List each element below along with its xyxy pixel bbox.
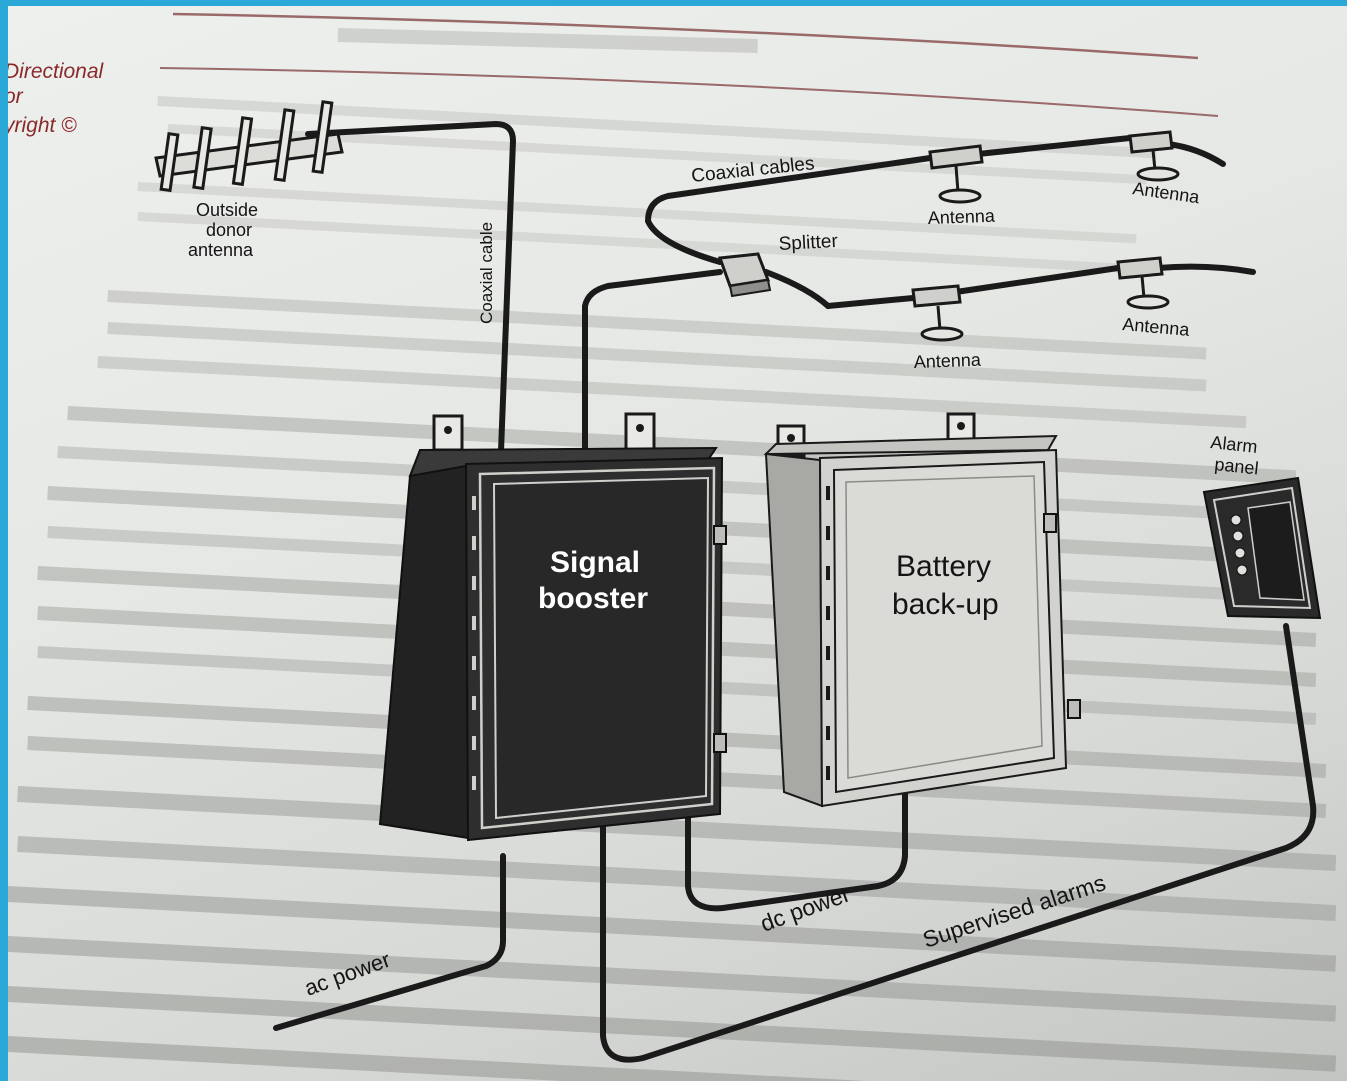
splitter-icon [720, 254, 770, 296]
svg-text:Directional: Directional [8, 60, 105, 83]
donor-antenna-label: Outside donor antenna [188, 200, 258, 260]
svg-text:Battery: Battery [896, 550, 991, 583]
donor-antenna-icon [156, 102, 342, 191]
svg-text:yright ©: yright © [8, 114, 77, 137]
svg-text:antenna: antenna [188, 240, 254, 260]
book-page: Directional or yright © [8, 6, 1347, 1081]
svg-text:back-up: back-up [892, 588, 999, 621]
coaxial-cable-lower [766, 272, 913, 306]
coaxial-cable-lower-end [1158, 267, 1253, 272]
booster-diagram: Directional or yright © [8, 6, 1347, 1081]
svg-text:Alarm: Alarm [1210, 432, 1259, 457]
svg-text:or: or [8, 85, 24, 108]
antenna-icon-lower-1 [913, 286, 962, 340]
alarm-panel-label: Alarm panel [1210, 432, 1260, 478]
header-rule-top [173, 14, 1198, 58]
splitter-label: Splitter [778, 231, 839, 255]
coaxial-cable-upper-end [1168, 144, 1223, 164]
svg-text:Outside: Outside [196, 200, 258, 220]
antenna-label-upper-1: Antenna [927, 206, 996, 228]
antenna-icon-lower-2 [1118, 258, 1168, 308]
signal-booster-box [380, 414, 726, 840]
margin-note: Directional or yright © [8, 60, 105, 137]
svg-text:Signal: Signal [550, 546, 640, 579]
antenna-label-lower-2: Antenna [1122, 314, 1192, 340]
antenna-label-upper-2: Antenna [1131, 178, 1201, 207]
svg-text:donor: donor [206, 220, 252, 240]
antenna-label-lower-1: Antenna [913, 350, 982, 372]
svg-text:booster: booster [538, 582, 648, 615]
coaxial-cable-lower-2 [956, 268, 1118, 292]
coaxial-cable-label: Coaxial cable [477, 222, 496, 324]
